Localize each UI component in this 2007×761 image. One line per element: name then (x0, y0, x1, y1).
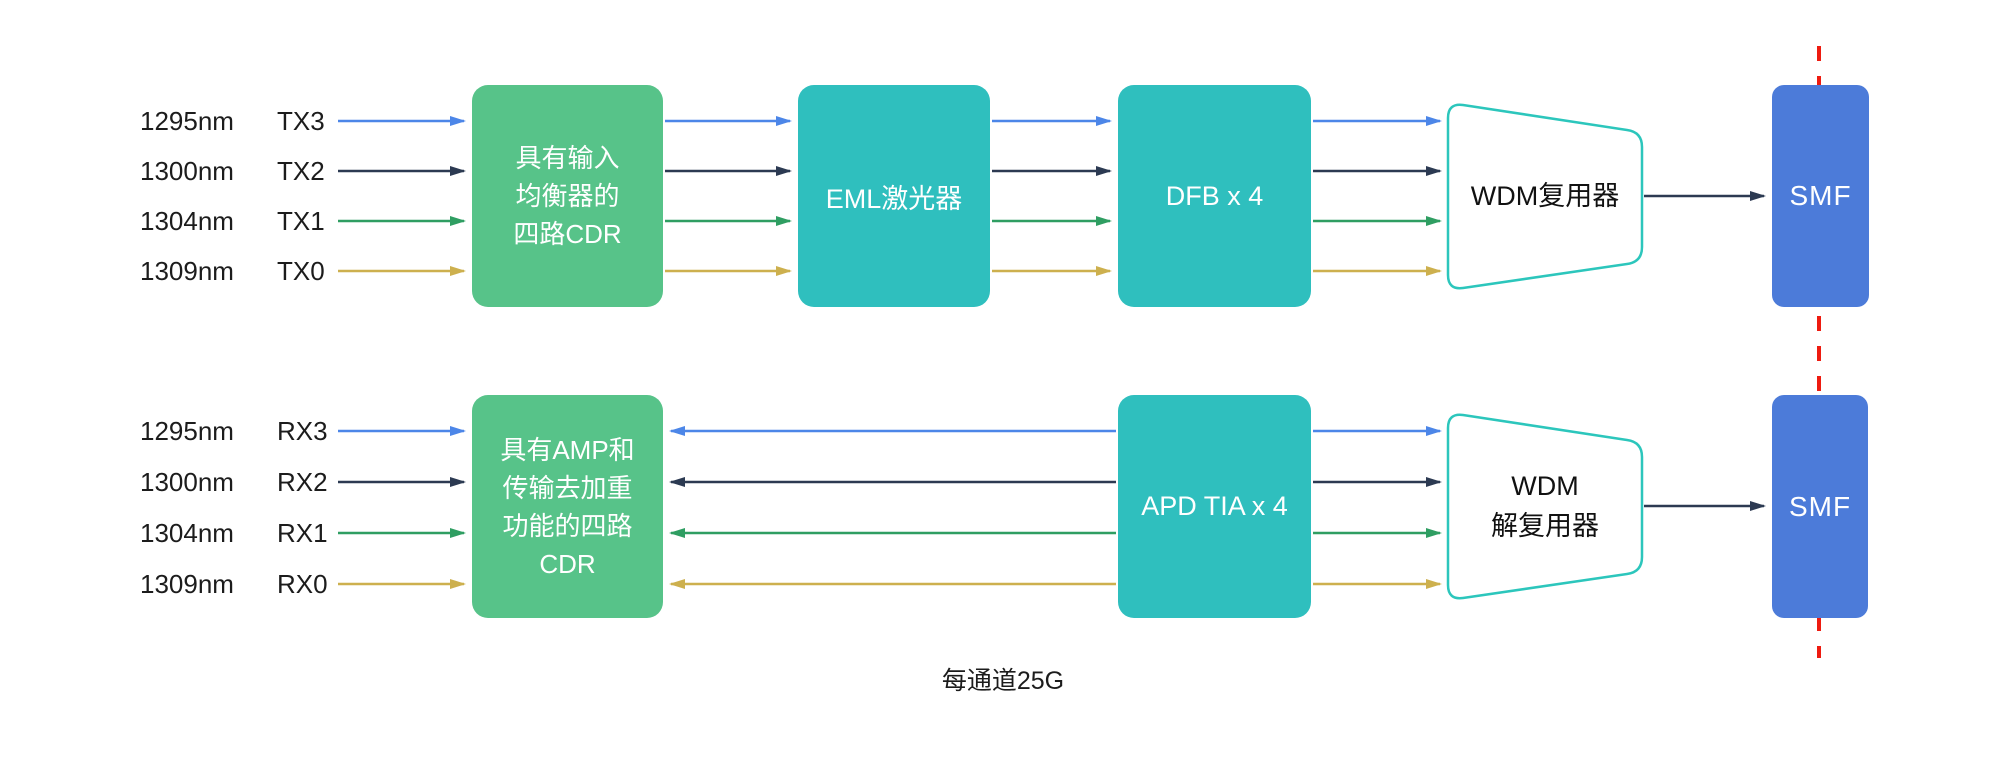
wdm-demux-line-1: WDM (1511, 471, 1579, 501)
apd-tia-block: APD TIA x 4 (1118, 395, 1311, 618)
rx1-channel-label: RX1 (277, 518, 328, 548)
tx3-wavelength-label: 1295nm (140, 106, 234, 136)
rx2-channel-label: RX2 (277, 467, 328, 497)
wdm-demux-trapezoid (1446, 413, 1644, 600)
apd-to-demux-arrows (1313, 426, 1442, 589)
rx0-channel-label: RX0 (277, 569, 328, 599)
rx3-wavelength-label: 1295nm (140, 416, 234, 446)
tx2-channel-label: TX2 (277, 156, 325, 186)
tx0-channel-label: TX0 (277, 256, 325, 286)
cdr-to-eml-arrows (665, 116, 792, 276)
tx-cdr-block-label: 具有输入 均衡器的 四路CDR (513, 139, 621, 253)
wdm-demux-label: WDM 解复用器 (1448, 466, 1642, 546)
tx-cdr-line-3: 四路CDR (513, 219, 622, 249)
rx-cdr-block: 具有AMP和 传输去加重 功能的四路 CDR (472, 395, 663, 618)
dfb-to-wdm-arrows (1313, 116, 1442, 276)
rx-cdr-line-2: 传输去加重 (502, 472, 633, 503)
rx-cdr-line-4: CDR (539, 548, 596, 579)
tx-cdr-line-1: 具有输入 (515, 143, 620, 173)
tx-cdr-block: 具有输入 均衡器的 四路CDR (472, 85, 663, 307)
rx2-wavelength-label: 1300nm (140, 467, 234, 497)
tx-cdr-line-2: 均衡器的 (515, 181, 620, 211)
smf-rx-block: SMF (1772, 395, 1868, 618)
tx2-wavelength-label: 1300nm (140, 156, 234, 186)
rx3-channel-label: RX3 (277, 416, 328, 446)
tx1-channel-label: TX1 (277, 206, 325, 236)
wdm-mux-label: WDM复用器 (1470, 181, 1620, 211)
tx1-wavelength-label: 1304nm (140, 206, 234, 236)
tx3-channel-label: TX3 (277, 106, 325, 136)
rx-input-arrows (338, 426, 466, 589)
smf-tx-block: SMF (1772, 85, 1869, 307)
wdm-demux-line-2: 解复用器 (1491, 511, 1599, 541)
tx-input-arrows (338, 116, 466, 276)
dfb-block: DFB x 4 (1118, 85, 1311, 307)
rx0-wavelength-label: 1309nm (140, 569, 234, 599)
wdm-mux-trapezoid (1446, 103, 1644, 290)
rx1-wavelength-label: 1304nm (140, 518, 234, 548)
rx-cdr-line-3: 功能的四路 (502, 510, 633, 541)
rx-cdr-line-1: 具有AMP和 (500, 434, 635, 465)
tx0-wavelength-label: 1309nm (140, 256, 234, 286)
per-channel-rate-caption: 每通道25G (941, 667, 1065, 695)
apd-to-cdr-arrows (669, 426, 1116, 589)
eml-to-dfb-arrows (992, 116, 1112, 276)
eml-laser-block: EML激光器 (798, 85, 990, 307)
rx-cdr-block-label: 具有AMP和 传输去加重 功能的四路 CDR (500, 431, 634, 583)
